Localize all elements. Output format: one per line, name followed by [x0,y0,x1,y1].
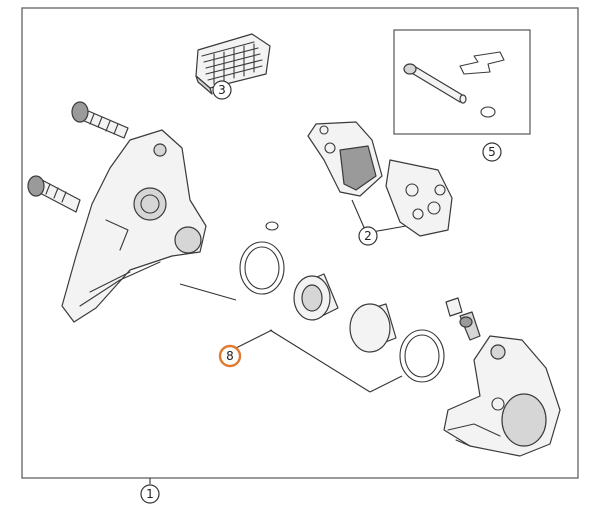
callout-pin-kit: 5 [482,142,502,162]
seal-kit-parts [239,221,445,383]
callout-pad-spring: 3 [212,80,232,100]
svg-text:1: 1 [146,487,154,501]
pin-kit-frame [393,29,531,135]
carrier-bracket-part [27,101,207,323]
svg-text:8: 8 [226,349,234,363]
brake-pads-part [307,121,453,237]
pad-spring-part [195,33,271,95]
seal-kit-leader-lines [179,283,403,393]
svg-text:2: 2 [364,229,372,243]
callout-seal-kit[interactable]: 8 [218,344,242,368]
caliper-housing-part [443,297,561,457]
callout-brake-pads: 2 [358,226,378,246]
assembly-frame [21,7,579,479]
svg-text:3: 3 [218,83,226,97]
pin-kit-part [403,51,505,118]
svg-text:5: 5 [488,145,496,159]
callout-assembly: 1 [140,484,160,504]
